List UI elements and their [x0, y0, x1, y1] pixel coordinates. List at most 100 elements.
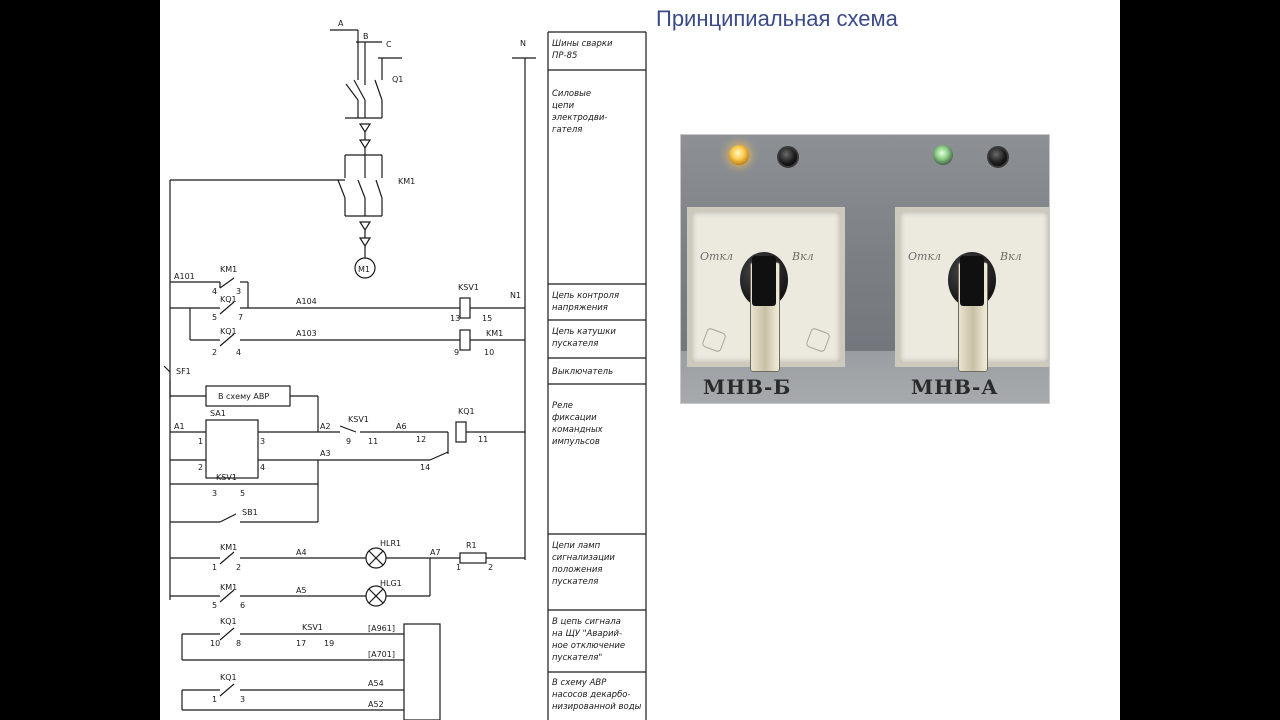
term-3b: 3 [260, 437, 265, 446]
phase-c-label: C [386, 40, 392, 49]
phase-b-label: B [363, 32, 369, 41]
km1-hlg-label: KM1 [220, 583, 237, 592]
wire-a2: A2 [320, 422, 331, 431]
term-5b: 5 [240, 489, 245, 498]
wire-a52: A52 [368, 700, 384, 709]
desc-7-2: ное отключение [552, 641, 625, 651]
right-switch-caption: МНВ-А [911, 375, 999, 399]
km1-coil-label: KM1 [486, 329, 503, 338]
wire-a101: A101 [174, 272, 195, 281]
desc-7-3: пускателя" [552, 653, 602, 663]
wire-a54: A54 [368, 679, 384, 688]
slide-title: Принципиальная схема [656, 6, 898, 31]
avr-box-label: В схему АВР [218, 392, 269, 401]
hlg1-label: HLG1 [380, 579, 402, 588]
kq1-avr-label: KQ1 [220, 673, 237, 682]
term-3c: 3 [212, 489, 217, 498]
term-19: 19 [324, 639, 334, 648]
term-1d: 1 [212, 695, 217, 704]
desc-5-0: Реле [552, 401, 573, 411]
slide: Принципиальная схема [160, 0, 1120, 720]
wire-a104: A104 [296, 297, 317, 306]
term-10: 10 [484, 348, 494, 357]
desc-5-1: фиксации [552, 413, 597, 423]
left-switch-handle-top [752, 256, 776, 306]
desc-6-3: пускателя [552, 577, 598, 587]
term-5c: 5 [212, 601, 217, 610]
left-stamp-mark-2 [805, 327, 831, 353]
desc-2-1: напряжения [552, 303, 608, 313]
left-switch-off-label: Откл [700, 250, 734, 263]
desc-4-0: Выключатель [552, 367, 613, 377]
q1-label: Q1 [392, 75, 403, 84]
m1-label: M1 [358, 265, 370, 274]
term-1: 1 [198, 437, 203, 446]
desc-3-1: пускателя [552, 339, 598, 349]
desc-2-0: Цепь контроля [552, 291, 619, 301]
phase-a-label: A [338, 19, 344, 28]
term-11b: 11 [478, 435, 488, 444]
term-4b: 4 [236, 348, 241, 357]
desc-8-2: низированной воды [552, 702, 642, 712]
left-stamp-mark-1 [701, 327, 727, 353]
term-7: 7 [238, 313, 243, 322]
kq1-row2-label: KQ1 [220, 295, 237, 304]
term-3: 3 [236, 287, 241, 296]
desc-5-2: командных [552, 425, 604, 435]
wire-a3: A3 [320, 449, 331, 458]
desc-6-0: Цепи ламп [552, 541, 601, 551]
term-14: 14 [420, 463, 430, 472]
term-4: 4 [212, 287, 217, 296]
desc-5-3: импульсов [552, 437, 600, 447]
green-lamp [933, 145, 953, 165]
phase-n-label: N [520, 39, 526, 48]
term-4c: 4 [260, 463, 265, 472]
right-switch-handle-top [960, 256, 984, 306]
wire-a6: A6 [396, 422, 407, 431]
kq1-alarm-label: KQ1 [220, 617, 237, 626]
desc-8-1: насосов декарбо- [552, 690, 631, 700]
km1-row1-label: KM1 [220, 265, 237, 274]
term-9b: 9 [346, 437, 351, 446]
left-switch-plate: Откл Вкл [687, 207, 845, 372]
black-lamp-2 [987, 146, 1009, 168]
desc-6-1: сигнализации [552, 553, 615, 563]
desc-7-1: на ЩУ "Аварий- [552, 629, 622, 639]
desc-8-0: В схему АВР [552, 678, 607, 688]
term-5: 5 [212, 313, 217, 322]
desc-3-0: Цепь катушки [552, 327, 616, 337]
sf1-label: SF1 [176, 367, 191, 376]
sa1-label: SA1 [210, 409, 226, 418]
desc-1-3: гателя [552, 125, 582, 135]
sb1-label: SB1 [242, 508, 258, 517]
ksv1-alarm-label: KSV1 [302, 623, 323, 632]
term-1b: 1 [212, 563, 217, 572]
r1-label: R1 [466, 541, 477, 550]
term-1c: 1 [456, 563, 461, 572]
term-2: 2 [212, 348, 217, 357]
term-2b: 2 [198, 463, 203, 472]
wire-a961: [A961] [368, 624, 395, 633]
term-6: 6 [240, 601, 245, 610]
desc-0-0: Шины сварки [552, 39, 613, 49]
term-2c: 2 [236, 563, 241, 572]
desc-7-0: В цепь сигнала [552, 617, 621, 627]
kq1-row3-label: KQ1 [220, 327, 237, 336]
wire-a1: A1 [174, 422, 185, 431]
left-switch-on-label: Вкл [792, 250, 814, 263]
ksv1-3-5-label: KSV1 [216, 473, 237, 482]
term-9: 9 [454, 348, 459, 357]
ksv1-contact-label: KSV1 [348, 415, 369, 424]
right-switch-on-label: Вкл [1000, 250, 1022, 263]
wire-a7: A7 [430, 548, 441, 557]
term-3d: 3 [240, 695, 245, 704]
wire-n1: N1 [510, 291, 521, 300]
left-switch-caption: МНВ-Б [703, 375, 792, 399]
term-13: 13 [450, 314, 460, 323]
wire-a5: A5 [296, 586, 307, 595]
term-12: 12 [416, 435, 426, 444]
term-2d: 2 [488, 563, 493, 572]
desc-1-2: электродви- [552, 113, 608, 123]
right-switch-off-label: Откл [908, 250, 942, 263]
kq1-coil-label: KQ1 [458, 407, 475, 416]
